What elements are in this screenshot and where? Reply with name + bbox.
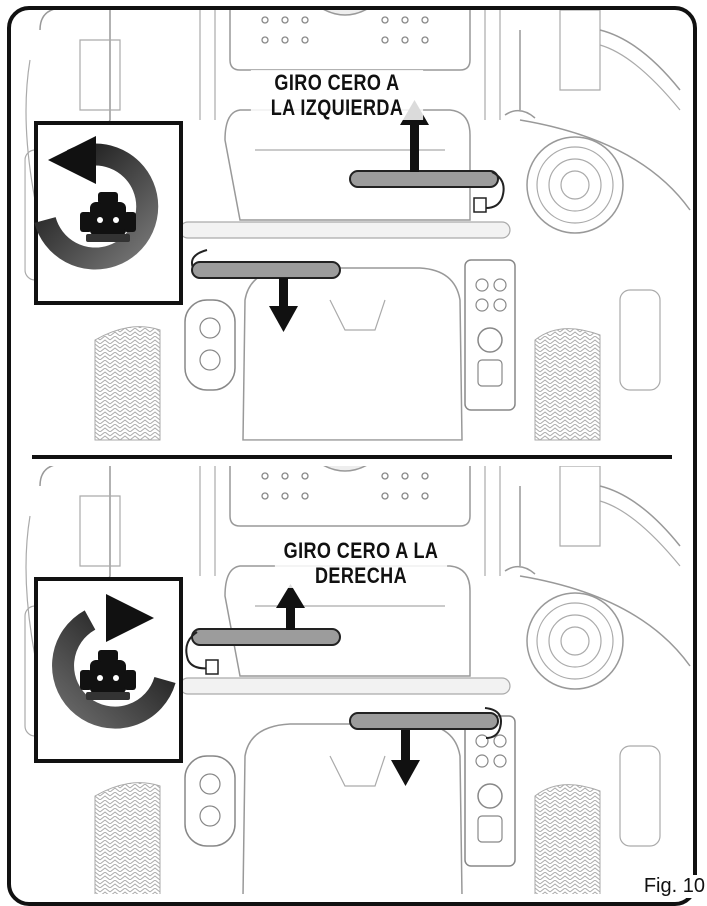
left-turn-label: GIRO CERO A LA IZQUIERDA — [250, 70, 424, 120]
left-turn-label-line1: GIRO CERO A — [274, 70, 400, 95]
arrow-down-icon — [391, 730, 420, 786]
figure-number: Fig. 10 — [635, 875, 707, 898]
left-control-handle-top — [191, 249, 341, 279]
right-turn-label: GIRO CERO A LA DERECHA — [274, 538, 448, 588]
rotate-left-icon — [34, 121, 183, 305]
right-control-handle-bottom — [349, 707, 502, 739]
arrow-up-icon — [276, 584, 305, 630]
right-control-handle-top — [349, 170, 505, 213]
right-turn-label-line1: GIRO CERO A LA — [283, 538, 439, 563]
arrow-down-icon — [269, 278, 298, 332]
left-control-handle-bottom — [185, 628, 341, 675]
right-turn-label-line2: DERECHA — [314, 563, 408, 588]
left-turn-label-line2: LA IZQUIERDA — [270, 95, 404, 120]
rotate-right-icon — [34, 577, 183, 763]
